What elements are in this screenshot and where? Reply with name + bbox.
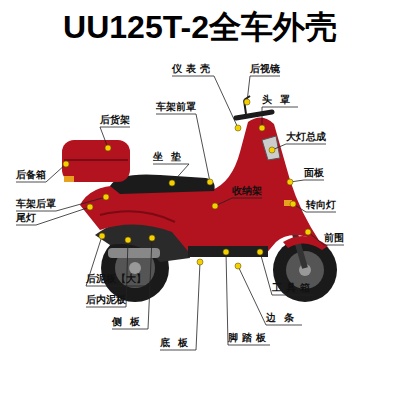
part-label: 转向灯 — [306, 199, 336, 211]
top-box — [62, 140, 130, 182]
leader-line — [226, 252, 270, 345]
part-label: 后货架 — [100, 114, 130, 126]
callout-dot — [259, 125, 265, 131]
callout-dot — [105, 145, 111, 151]
callout-dot — [287, 179, 293, 185]
callout-dot — [207, 179, 213, 185]
part-label: 面板 — [304, 167, 324, 179]
leader-line — [160, 262, 200, 350]
callout-dot — [244, 99, 250, 105]
part-label: 车架前罩 — [156, 101, 196, 113]
part-label: 前围 — [324, 232, 344, 244]
part-label: 脚踏板 — [228, 332, 270, 344]
part-label: 后内泥板 — [86, 294, 126, 306]
leader-line — [238, 266, 302, 325]
part-label: 尾灯 — [16, 212, 36, 224]
body-line — [100, 211, 175, 222]
handlebar — [236, 112, 272, 118]
part-label: 侧板 — [112, 316, 148, 328]
top-box-lid — [64, 159, 128, 161]
callout-dot — [235, 125, 241, 131]
leader-line — [16, 197, 106, 211]
callout-dot — [197, 259, 203, 265]
leader-line — [86, 236, 146, 286]
leader-line — [290, 180, 324, 182]
callout-dot — [223, 249, 229, 255]
callout-dot — [103, 194, 109, 200]
leader-line — [260, 252, 314, 295]
scooter-body — [80, 117, 320, 256]
part-label: 后视镜 — [250, 63, 280, 75]
leader-line — [156, 114, 210, 182]
floor-board — [188, 246, 268, 257]
part-label: 收纳架 — [232, 185, 262, 197]
callout-dot — [269, 147, 275, 153]
leader-line — [262, 107, 298, 128]
leader-line — [308, 232, 344, 245]
diagram-title: UU125T-2全车外壳 — [0, 6, 400, 50]
callout-dot — [257, 249, 263, 255]
callout-dot — [305, 229, 311, 235]
part-label: 工具箱 — [272, 282, 314, 294]
part-label: 后备箱 — [16, 169, 46, 181]
callout-dot — [63, 161, 69, 167]
part-label: 后泥板【大】 — [86, 273, 146, 285]
part-label: 头罩 — [262, 94, 298, 106]
leader-line — [100, 127, 130, 148]
callout-dot — [125, 237, 131, 243]
leader-line — [16, 207, 90, 225]
rear-hub — [129, 262, 141, 274]
part-label: 底板 — [160, 337, 196, 349]
leader-line — [272, 144, 326, 150]
callout-dot — [87, 204, 93, 210]
leader-line — [215, 198, 262, 206]
part-label: 仪表壳 — [172, 63, 214, 75]
callout-dot — [149, 235, 155, 241]
exhaust — [108, 248, 160, 258]
part-label: 坐垫 — [153, 151, 189, 163]
part-label: 车架后罩 — [16, 198, 56, 210]
part-label: 边条 — [266, 312, 302, 324]
part-label: 大灯总成 — [286, 131, 326, 143]
callout-dot — [290, 201, 296, 207]
front-wheel — [273, 238, 337, 302]
callout-dot — [169, 180, 175, 186]
leader-line — [16, 164, 66, 182]
tail-reflector — [64, 176, 74, 182]
callout-dot — [235, 263, 241, 269]
callout-dot — [99, 233, 105, 239]
callout-dot — [212, 203, 218, 209]
